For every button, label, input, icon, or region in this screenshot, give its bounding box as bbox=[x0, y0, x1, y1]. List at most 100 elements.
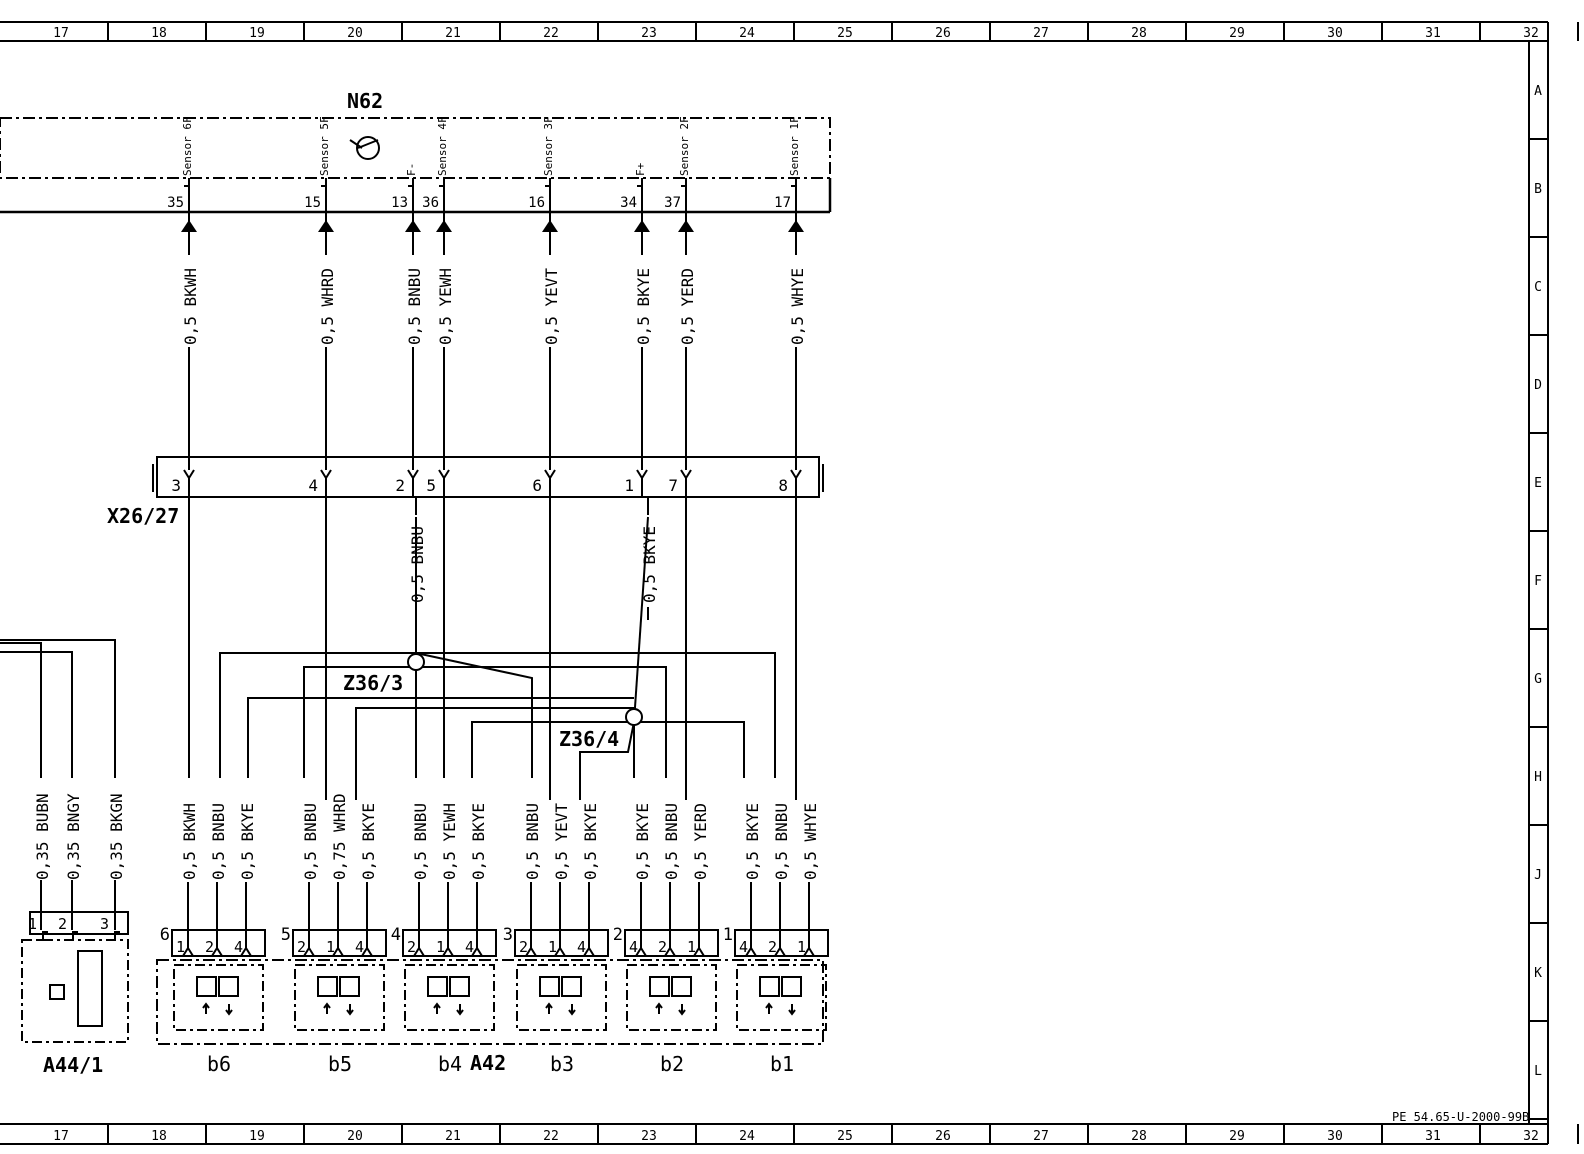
transistor-icon bbox=[356, 136, 380, 160]
signal-arrow-icon bbox=[323, 1002, 354, 1016]
sensor-element-icon bbox=[759, 976, 780, 997]
z36-4-label: Z36/4 bbox=[559, 727, 619, 751]
signal-arrow-icon bbox=[433, 1002, 464, 1016]
x26-label: X26/27 bbox=[107, 504, 179, 528]
wire-label: 0,5 BKYE bbox=[743, 803, 762, 880]
grid-column-label: 31 bbox=[1425, 26, 1441, 41]
a44-pin-number: 1 bbox=[28, 915, 37, 933]
grid-row-label: L bbox=[1534, 1064, 1542, 1079]
sensor-pin-number: 1 bbox=[548, 938, 557, 956]
wire-label: 0,5 BNBU bbox=[405, 268, 424, 345]
z36-4-splice-icon bbox=[625, 708, 643, 726]
connector-pin bbox=[636, 469, 648, 497]
wire-gap bbox=[405, 255, 423, 347]
pin-stub bbox=[681, 178, 687, 212]
wire-label: 0,35 BUBN bbox=[33, 793, 52, 880]
sensor-pin-number: 1 bbox=[326, 938, 335, 956]
wire-label: 0,5 BNBU bbox=[301, 803, 320, 880]
wire-label: 0,5 BNBU bbox=[523, 803, 542, 880]
wire-gap bbox=[359, 778, 377, 882]
grid-row-label: J bbox=[1534, 868, 1542, 883]
wire-label: 0,5 BKYE bbox=[238, 803, 257, 880]
wire-gap bbox=[633, 778, 651, 882]
grid-column-label: 28 bbox=[1131, 26, 1147, 41]
sensor-pin-number: 4 bbox=[629, 938, 638, 956]
wire-gap bbox=[107, 778, 125, 882]
pin-label: Sensor 3F bbox=[542, 116, 555, 176]
grid-column-label: 25 bbox=[837, 26, 853, 41]
wire-label: 0,35 BNGY bbox=[64, 793, 83, 880]
sensor-pin-number: 1 bbox=[797, 938, 806, 956]
sensor-name: b6 bbox=[207, 1052, 231, 1076]
z36-3-label: Z36/3 bbox=[343, 671, 403, 695]
wire-gap bbox=[678, 255, 696, 347]
sensor-number: 5 bbox=[281, 925, 291, 945]
z36-3-splice-icon bbox=[407, 653, 425, 671]
grid-column-label: 17 bbox=[53, 26, 69, 41]
pin-stub bbox=[321, 178, 327, 212]
pin-stub bbox=[441, 946, 455, 957]
connector-pin bbox=[438, 469, 450, 497]
wire-gap bbox=[33, 778, 51, 882]
wire-label: 0,5 BKWH bbox=[180, 803, 199, 880]
signal-arrow-icon bbox=[202, 1002, 233, 1016]
grid-column-label: 18 bbox=[151, 1129, 167, 1144]
pin-stub bbox=[68, 931, 78, 941]
splice-nodes bbox=[407, 653, 643, 726]
pin-label: Sensor 5F bbox=[318, 116, 331, 176]
n62-label: N62 bbox=[347, 89, 383, 113]
wire-gap bbox=[440, 778, 458, 882]
sensor-pin-number: 4 bbox=[465, 938, 474, 956]
connector-pin bbox=[320, 469, 332, 497]
wire-label: 0,5 BNBU bbox=[411, 803, 430, 880]
wire-gap bbox=[64, 778, 82, 882]
x26-pin-number: 3 bbox=[171, 476, 181, 495]
sensor-element-icon bbox=[649, 976, 670, 997]
wire-label: 0,5 BNBU bbox=[662, 803, 681, 880]
wire-gap bbox=[238, 778, 256, 882]
wire-gap bbox=[523, 778, 541, 882]
wire-gap bbox=[662, 778, 680, 882]
wire-label: 0,5 WHYE bbox=[801, 803, 820, 880]
grid-column-label: 19 bbox=[249, 1129, 265, 1144]
grid-column-label: 29 bbox=[1229, 26, 1245, 41]
grid-row-label: B bbox=[1534, 182, 1542, 197]
wire-label: 0,5 BNBU bbox=[209, 803, 228, 880]
connector-pin bbox=[790, 469, 802, 497]
grid-column-label: 25 bbox=[837, 1129, 853, 1144]
wire-label: 0,5 BNBU bbox=[408, 526, 427, 603]
grid-column-label: 21 bbox=[445, 26, 461, 41]
sensor-element-icon bbox=[561, 976, 582, 997]
pin-number: 13 bbox=[391, 195, 408, 211]
sensor-name: b3 bbox=[550, 1052, 574, 1076]
pin-stub bbox=[791, 178, 797, 212]
signal-arrow-icon bbox=[765, 1002, 796, 1016]
wire-gap bbox=[640, 515, 658, 607]
connector-pin bbox=[680, 469, 692, 497]
sensor-pin-number: 4 bbox=[739, 938, 748, 956]
wire-label: 0,5 YEVT bbox=[542, 268, 561, 345]
wire-label: 0,5 BKYE bbox=[633, 803, 652, 880]
pin-stub bbox=[239, 946, 253, 957]
pin-stub bbox=[582, 946, 596, 957]
pin-stub bbox=[331, 946, 345, 957]
connector-pin bbox=[544, 469, 556, 497]
wire-gap bbox=[801, 778, 819, 882]
grid-column-label: 30 bbox=[1327, 26, 1343, 41]
wire-gap bbox=[634, 255, 652, 347]
sensor-pin-number: 2 bbox=[205, 938, 214, 956]
sensor-pin-number: 1 bbox=[436, 938, 445, 956]
grid-column-label: 18 bbox=[151, 26, 167, 41]
wire-gap bbox=[581, 778, 599, 882]
sensor-element-icon bbox=[449, 976, 470, 997]
sensor-element-icon bbox=[671, 976, 692, 997]
wire-label: 0,5 BKWH bbox=[181, 268, 200, 345]
pin-stub bbox=[545, 178, 551, 212]
grid-column-label: 32 bbox=[1523, 1129, 1539, 1144]
